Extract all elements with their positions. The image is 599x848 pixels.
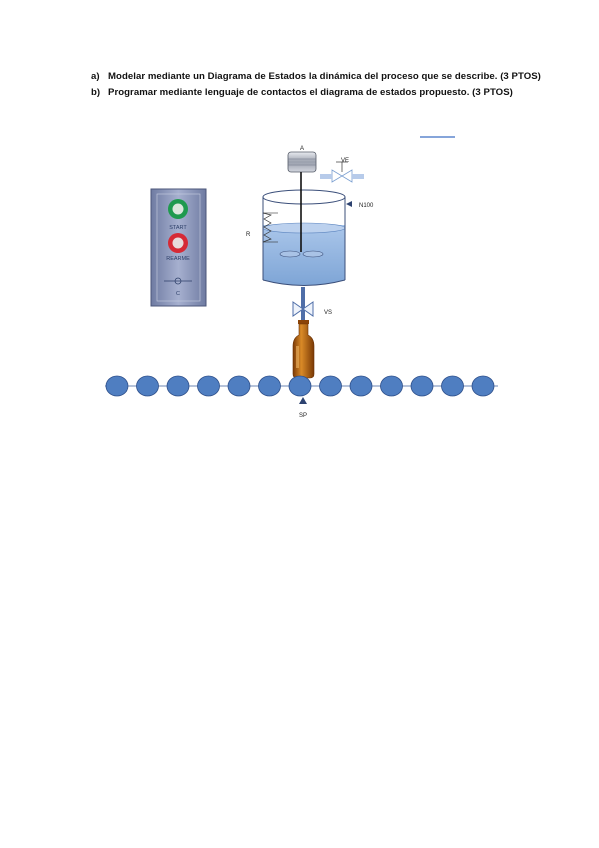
level-sensor-label: N100 [359, 203, 374, 209]
conveyor-roller [227, 375, 251, 397]
outlet-valve: VS [292, 287, 332, 321]
conveyor-roller [166, 375, 190, 397]
conveyor-roller [441, 375, 464, 397]
conveyor-roller [105, 375, 129, 397]
question-a-label: a) [91, 71, 100, 82]
conveyor-roller [288, 375, 312, 397]
c-switch[interactable] [164, 277, 192, 285]
question-a-text: Modelar mediante un Diagrama de Estados … [108, 71, 541, 82]
conveyor-roller [349, 375, 373, 397]
level-sensor: N100 [346, 201, 374, 209]
tank: R [246, 172, 346, 286]
conveyor-roller [319, 375, 342, 397]
outlet-valve-label: VS [324, 310, 332, 316]
start-label: START [169, 225, 187, 231]
motor-label: A [300, 146, 304, 152]
inlet-valve-label: VE [341, 158, 349, 164]
conveyor-roller [197, 375, 220, 397]
question-b: b) Programar mediante lenguaje de contact… [91, 87, 513, 98]
rearme-label: REARME [166, 256, 190, 262]
inlet-valve: VE [320, 158, 364, 183]
bottle-sensor: SP [299, 397, 307, 419]
conveyor-roller [380, 375, 403, 397]
conveyor-roller [136, 375, 159, 397]
bottle [292, 320, 315, 379]
question-b-text: Programar mediante lenguaje de contactos… [108, 87, 513, 98]
conveyor-roller [471, 375, 495, 397]
bottle-sensor-label: SP [299, 413, 307, 419]
c-label: C [176, 291, 180, 297]
control-panel: START REARME C [150, 188, 207, 307]
question-b-label: b) [91, 87, 101, 98]
conveyor [105, 375, 498, 397]
rearme-button[interactable] [168, 233, 188, 253]
heater-label: R [246, 232, 251, 238]
motor-a: A [287, 146, 317, 173]
conveyor-roller [410, 375, 434, 397]
conveyor-roller [258, 375, 281, 397]
start-button[interactable] [168, 199, 188, 219]
question-a: a) Modelar mediante un Diagrama de Estado… [91, 71, 541, 82]
